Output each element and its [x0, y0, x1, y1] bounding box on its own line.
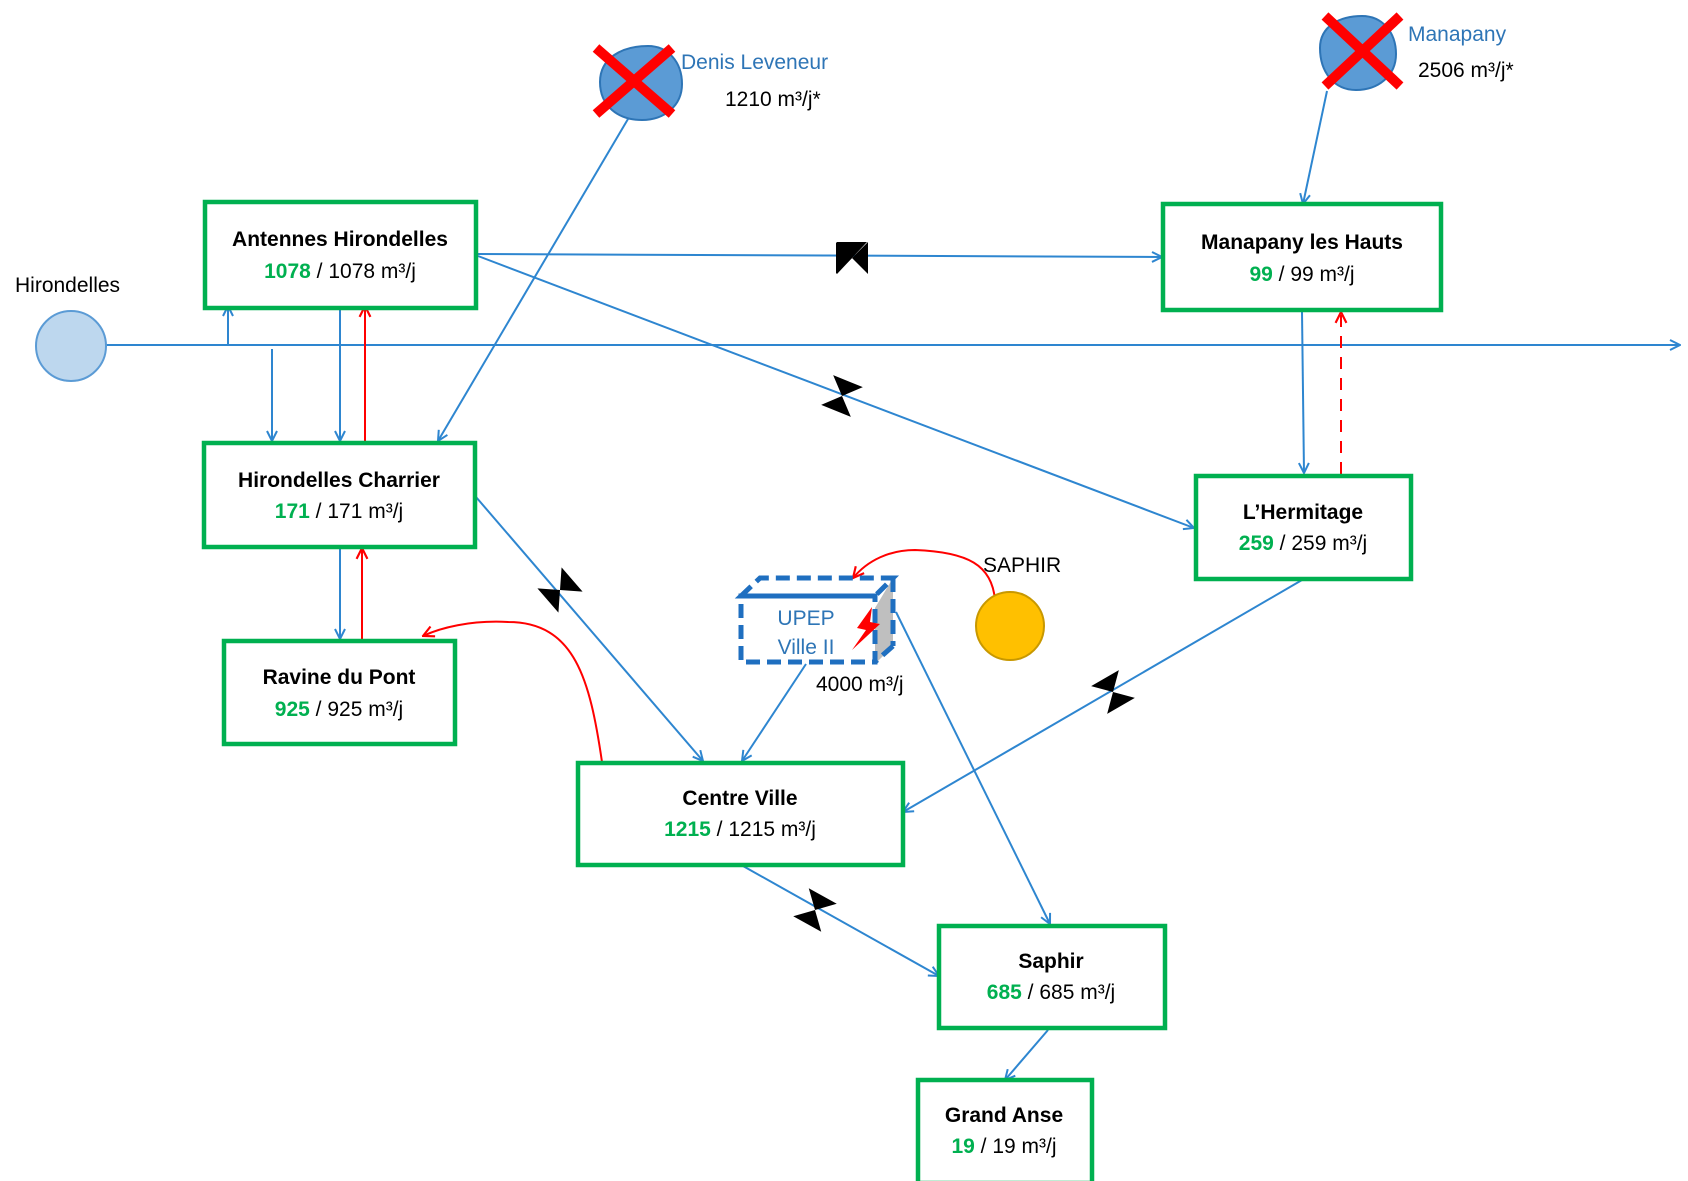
reservoir-value: 925 / 925 m³/j — [275, 698, 403, 721]
reservoir-title: Centre Ville — [682, 787, 797, 810]
reservoir-value: 99 / 99 m³/j — [1249, 263, 1354, 286]
pipe-saphir-to-grandanse — [1005, 1029, 1049, 1080]
reservoir-value: 19 / 19 m³/j — [951, 1135, 1056, 1158]
source-manapany[interactable]: Manapany 2506 m³/j* — [1318, 12, 1514, 92]
reservoir-value: 1078 / 1078 m³/j — [264, 260, 416, 283]
reservoir-box — [221, 638, 458, 747]
upep-side-face — [875, 578, 893, 664]
pipe-antennes-to-manapany — [477, 254, 1162, 257]
reservoir-title: Saphir — [1018, 950, 1083, 973]
reservoir-title: Manapany les Hauts — [1201, 231, 1403, 254]
reservoir-box — [915, 1077, 1095, 1181]
link-centre-to-ravine — [423, 620, 603, 763]
valve-icon[interactable] — [836, 242, 868, 274]
pipe-upep-to-centre — [742, 663, 807, 761]
valve-icon[interactable] — [537, 567, 583, 613]
pipe-hauts-to-hermitage — [1302, 311, 1304, 473]
sun-icon — [975, 591, 1045, 661]
reservoir-value: 1215 / 1215 m³/j — [664, 818, 816, 841]
reservoir-box — [575, 760, 906, 868]
reservoir-grand-anse[interactable]: Grand Anse 19 / 19 m³/j — [915, 1077, 1095, 1181]
source-hirondelles[interactable]: Hirondelles — [15, 274, 120, 382]
upep-flow: 4000 m³/j — [816, 673, 904, 696]
reservoir-box — [201, 440, 478, 550]
red-cross-icon — [1321, 12, 1404, 90]
link-saphir-to-upep — [853, 548, 996, 601]
pipe-manapany-source-to-hauts — [1303, 90, 1328, 204]
source-flow: 2506 m³/j* — [1418, 59, 1514, 82]
reservoir-title: Antennes Hirondelles — [232, 228, 448, 251]
upep-label-line2: Ville II — [778, 636, 835, 659]
pipe-antennes-to-hermitage — [477, 255, 1194, 528]
reservoir-value: 259 / 259 m³/j — [1239, 532, 1367, 555]
reservoir-title: Hirondelles Charrier — [238, 469, 440, 492]
reservoir-value: 685 / 685 m³/j — [987, 981, 1115, 1004]
pipe-centre-to-saphir — [742, 865, 939, 976]
reservoir-title: Grand Anse — [945, 1104, 1063, 1127]
source-saphir[interactable]: SAPHIR — [975, 554, 1061, 661]
pipe-hermitage-to-centre — [903, 579, 1303, 812]
reservoir-saphir[interactable]: Saphir 685 / 685 m³/j — [936, 923, 1168, 1031]
red-links — [362, 306, 1341, 763]
source-label: Manapany — [1408, 23, 1507, 46]
upep-label-line1: UPEP — [777, 607, 834, 630]
pipe-denis-to-charrier — [438, 118, 629, 441]
reservoir-hirondelles-charrier[interactable]: Hirondelles Charrier 171 / 171 m³/j — [201, 440, 478, 550]
source-flow: 1210 m³/j* — [725, 88, 821, 111]
pipe-upep-to-saphir — [895, 611, 1050, 924]
valves — [537, 242, 1135, 932]
reservoir-manapany-les-hauts[interactable]: Manapany les Hauts 99 / 99 m³/j — [1160, 201, 1444, 313]
reservoir-title: L’Hermitage — [1243, 501, 1363, 524]
reservoir-centre-ville[interactable]: Centre Ville 1215 / 1215 m³/j — [575, 760, 906, 868]
source-label: Denis Leveneur — [681, 51, 828, 74]
valve-icon[interactable] — [793, 888, 837, 932]
pipe-charrier-to-centre — [475, 496, 703, 761]
reservoir-box — [1193, 473, 1414, 582]
lightning-icon — [852, 607, 880, 650]
reservoir-box — [1160, 201, 1444, 313]
source-label: SAPHIR — [983, 554, 1061, 577]
reservoir-antennes-hirondelles[interactable]: Antennes Hirondelles 1078 / 1078 m³/j — [202, 199, 479, 311]
upep-front-face — [738, 593, 878, 665]
source-circle — [35, 310, 107, 382]
valve-icon[interactable] — [821, 375, 863, 417]
reservoir-ravine-du-pont[interactable]: Ravine du Pont 925 / 925 m³/j — [221, 638, 458, 747]
reservoir-title: Ravine du Pont — [263, 666, 416, 689]
upep-edge — [873, 644, 895, 664]
reservoir-box — [202, 199, 479, 311]
reservoir-value: 171 / 171 m³/j — [275, 500, 403, 523]
source-label: Hirondelles — [15, 274, 120, 297]
red-cross-icon — [592, 44, 676, 118]
reservoir-box — [936, 923, 1168, 1031]
upep-ville-ii[interactable]: UPEP Ville II 4000 m³/j — [734, 575, 904, 696]
upep-top-face — [734, 575, 900, 599]
valve-icon[interactable] — [1091, 670, 1135, 714]
pipes — [106, 90, 1680, 1080]
source-denis-leveneur[interactable]: Denis Leveneur 1210 m³/j* — [592, 44, 828, 122]
reservoir-lhermitage[interactable]: L’Hermitage 259 / 259 m³/j — [1193, 473, 1414, 582]
